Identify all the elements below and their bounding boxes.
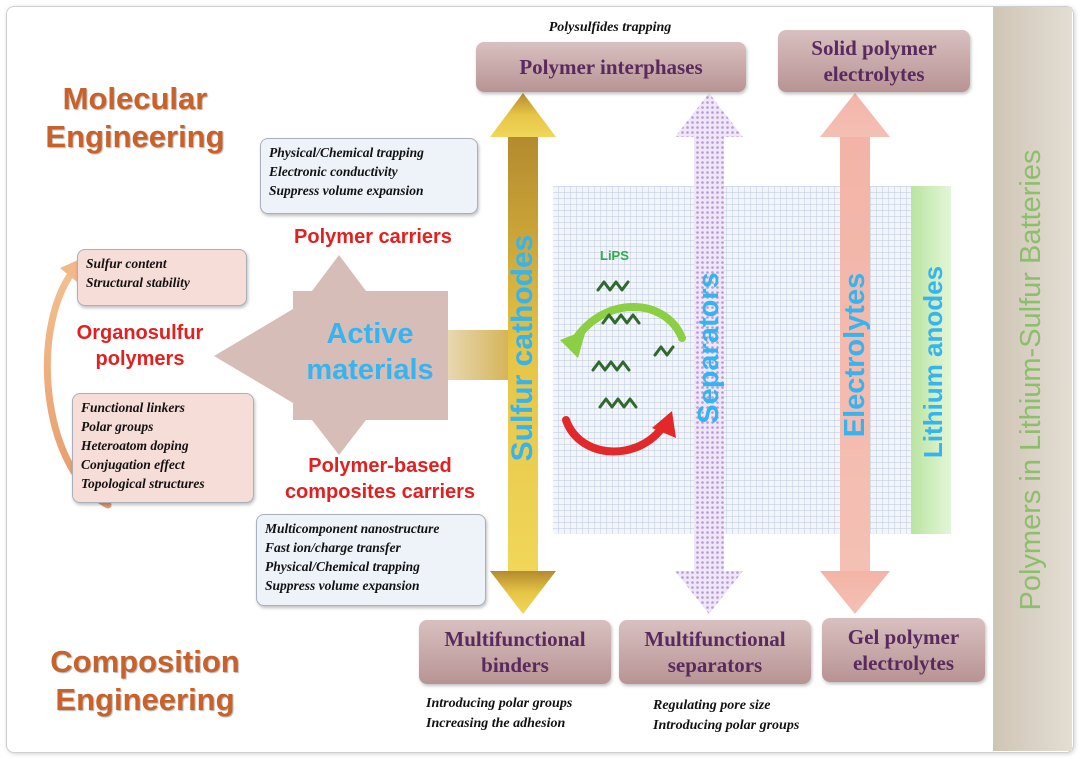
multifunctional-separators-box: Multifunctional separators (619, 620, 811, 684)
lithium-anodes-label: Lithium anodes (918, 265, 948, 459)
composites-notes: Multicomponent nanostructure Fast ion/ch… (256, 514, 486, 606)
composition-engineering-title: Composition Engineering (50, 644, 240, 717)
electrolyte-arrow (820, 93, 890, 614)
polysulfides-trapping-note: Polysulfides trapping (548, 20, 672, 35)
lips-label: LiPS (600, 248, 629, 263)
solid-polymer-electrolytes-box: Solid polymer electrolytes (778, 30, 970, 92)
electrolytes-label: Electrolytes (839, 272, 871, 438)
cycle-green-head (560, 330, 586, 358)
separator-arrow (675, 93, 743, 614)
side-title: Polymers in Lithium-Sulfur Batteries (1015, 149, 1047, 611)
sulfur-cathode-arrow (490, 93, 556, 614)
polysulfide-chains (591, 280, 675, 409)
separators-notes: Regulating pore size Introducing polar g… (653, 698, 800, 733)
active-materials-label: Active materials (306, 318, 434, 386)
polymer-carriers-notes: Physical/Chemical trapping Electronic co… (260, 138, 478, 214)
organosulfur-notes-top: Sulfur content Structural stability (77, 249, 247, 306)
polymer-carriers-label: Polymer carriers (294, 226, 452, 248)
sulfur-cathodes-label: Sulfur cathodes (506, 234, 539, 462)
lithium-anode-bar (911, 186, 951, 534)
composites-label: Polymer-based composites carriers (284, 455, 476, 503)
separators-label: Separators (693, 272, 725, 424)
cycle-green-arc (568, 303, 686, 349)
cycle-red-head (652, 411, 676, 438)
cycle-red-arc (562, 416, 668, 456)
gel-polymer-electrolytes-box: Gel polymer electrolytes (822, 618, 985, 682)
binders-notes: Introducing polar groups Increasing the … (426, 696, 573, 731)
organosulfur-notes-bottom: Functional linkers Polar groups Heteroat… (72, 393, 254, 503)
molecular-engineering-title: Molecular Engineering (45, 81, 225, 154)
polymer-interphases-box: Polymer interphases (476, 42, 746, 92)
side-panel (993, 7, 1072, 751)
multifunctional-binders-box: Multifunctional binders (419, 620, 611, 684)
organosulfur-label: Organosulfur polymers (76, 322, 204, 370)
active-materials-cross (214, 255, 448, 455)
